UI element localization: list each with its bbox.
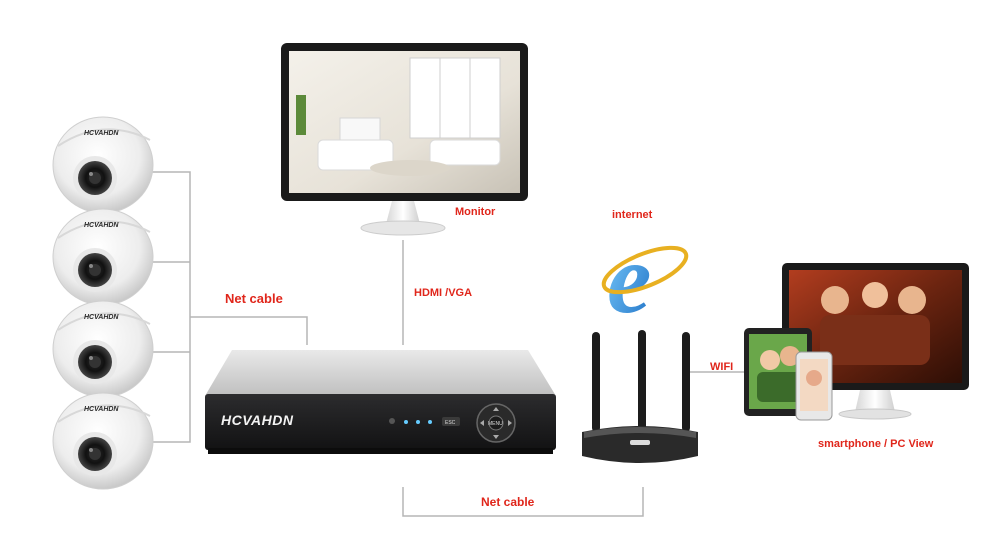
dome-camera-icon <box>52 116 154 214</box>
camera-group: HCVAHDN HCVAHDN HCVAHDN HCVAH <box>52 116 154 490</box>
nvr-to-router-line <box>402 487 644 517</box>
hdmi-vga-label: HDMI /VGA <box>414 287 472 299</box>
monitor-label: Monitor <box>455 206 496 218</box>
internet-explorer-icon: e <box>601 223 689 334</box>
internet-label: internet <box>612 209 653 221</box>
svg-text:e: e <box>607 223 651 334</box>
camera-logo-text: HCVAHDN <box>84 314 119 321</box>
wifi-router-icon <box>582 330 698 463</box>
camera-logo-text: HCVAHDN <box>84 130 119 137</box>
monitor-icon <box>281 43 528 236</box>
net-cable-left-label: Net cable <box>225 291 283 306</box>
dome-camera-icon <box>52 300 154 398</box>
connection-lines <box>150 171 745 517</box>
dome-camera-icon <box>52 208 154 306</box>
camera-logo-text: HCVAHDN <box>84 406 119 413</box>
net-cable-bottom-label: Net cable <box>481 495 535 509</box>
nvr-recorder-icon <box>205 350 556 454</box>
camera-bracket-line <box>150 171 191 443</box>
wifi-label: WIFI <box>710 361 733 373</box>
nvr-logo-text: HCVAHDN <box>221 412 294 428</box>
nvr-esc-label: ESC <box>445 420 456 426</box>
smartphone-pc-label: smartphone / PC View <box>818 438 934 450</box>
camera-to-nvr-line <box>190 316 308 345</box>
nvr-menu-label: MENU <box>488 421 503 427</box>
dome-camera-icon <box>52 392 154 490</box>
smartphone-icon <box>795 351 833 421</box>
camera-logo-text: HCVAHDN <box>84 222 119 229</box>
